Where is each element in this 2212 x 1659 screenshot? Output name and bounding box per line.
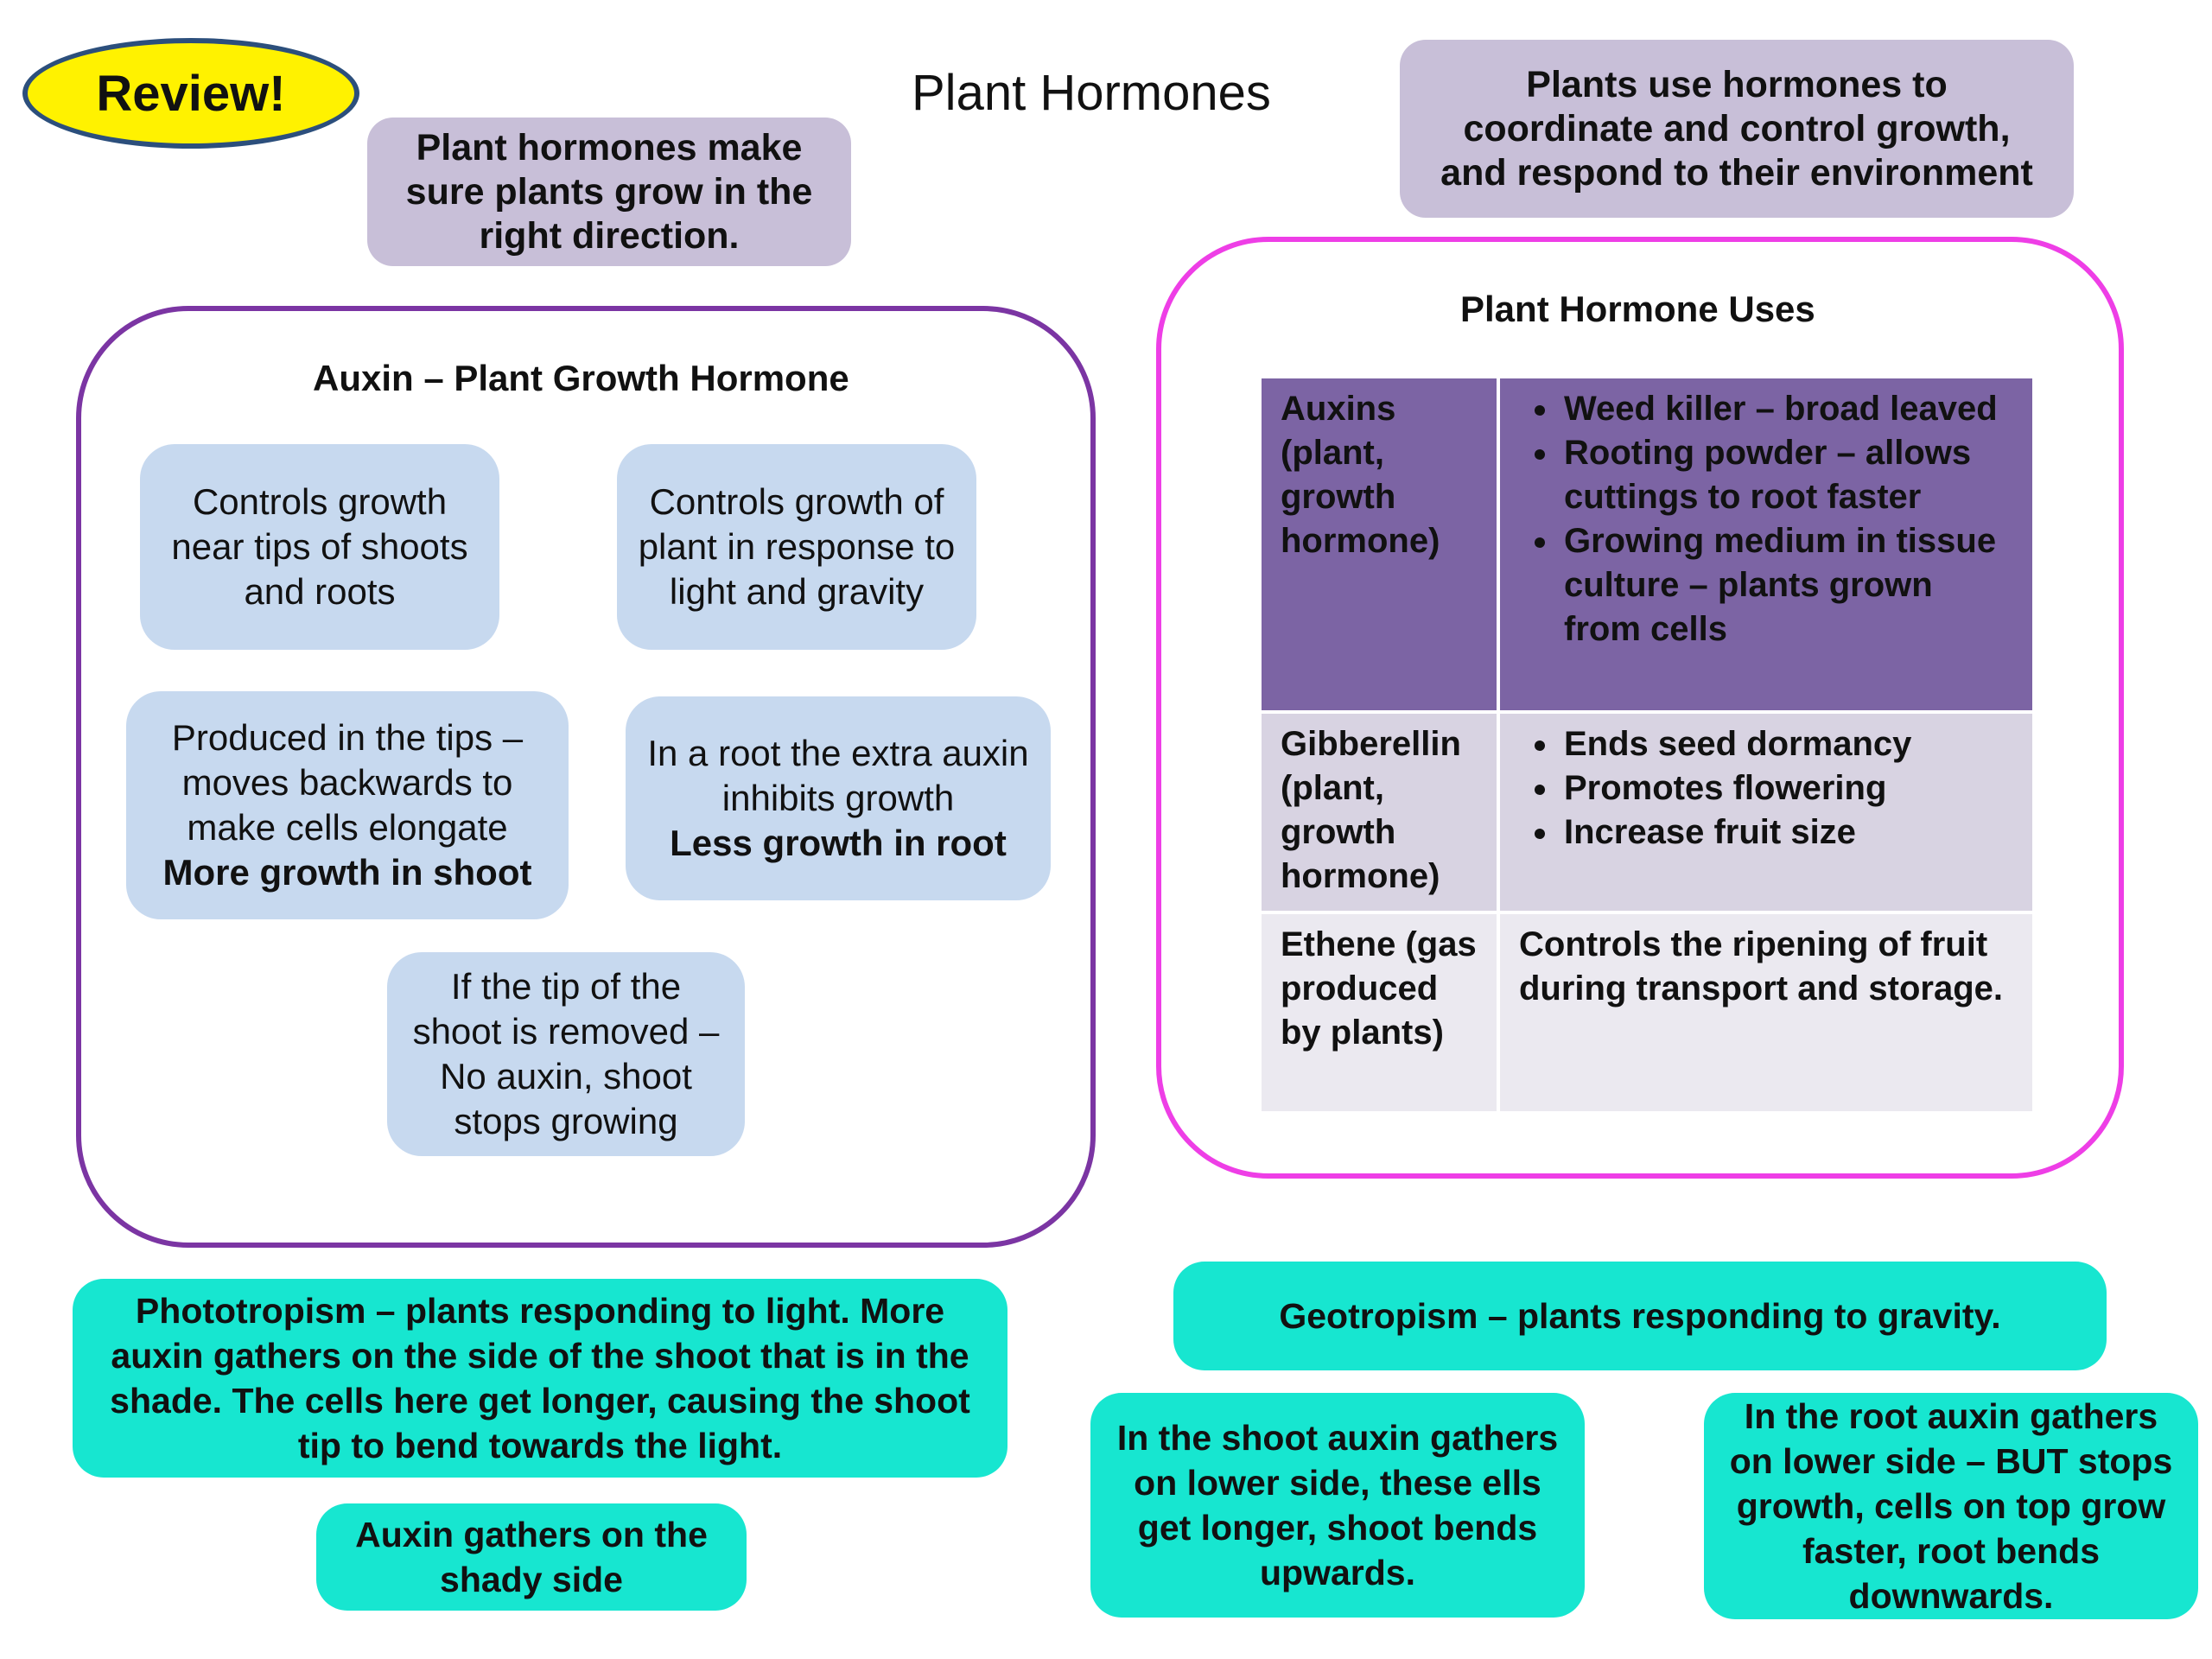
table-row: Auxins (plant, growth hormone) Weed kill…	[1262, 378, 2032, 710]
uses-table: Auxins (plant, growth hormone) Weed kill…	[1258, 375, 2036, 1115]
root-geotropism-text: In the root auxin gathers on lower side …	[1729, 1396, 2173, 1616]
intro-right-text: Plants use hormones to coordinate and co…	[1440, 63, 2033, 194]
auxin-box-produced-bold: More growth in shoot	[162, 852, 532, 893]
hormone-name-cell: Gibberellin (plant, growth hormone)	[1262, 714, 1497, 911]
intro-right-box: Plants use hormones to coordinate and co…	[1400, 40, 2074, 218]
geotropism-box: Geotropism – plants responding to gravit…	[1173, 1262, 2107, 1370]
auxin-box-tips: Controls growth near tips of shoots and …	[140, 444, 499, 650]
list-item: Growing medium in tissue culture – plant…	[1560, 519, 2017, 652]
auxin-box-produced: Produced in the tips – moves backwards t…	[126, 691, 569, 919]
phototropism-box: Phototropism – plants responding to ligh…	[73, 1279, 1007, 1478]
auxin-box-root: In a root the extra auxin inhibits growt…	[626, 696, 1051, 900]
list-item: Rooting powder – allows cuttings to root…	[1560, 431, 2017, 519]
uses-panel	[1156, 237, 2124, 1179]
list-item: Weed killer – broad leaved	[1560, 387, 2017, 431]
shoot-geotropism-box: In the shoot auxin gathers on lower side…	[1090, 1393, 1585, 1618]
list-item: Ends seed dormancy	[1560, 722, 2017, 766]
hormone-uses-cell: Controls the ripening of fruit during tr…	[1500, 914, 2032, 1111]
geotropism-text: Geotropism – plants responding to gravit…	[1279, 1296, 2001, 1336]
hormone-uses-cell: Weed killer – broad leaved Rooting powde…	[1500, 378, 2032, 710]
uses-list: Weed killer – broad leaved Rooting powde…	[1519, 387, 2017, 652]
root-geotropism-box: In the root auxin gathers on lower side …	[1704, 1393, 2198, 1619]
auxin-box-root-text: In a root the extra auxin inhibits growt…	[647, 733, 1029, 818]
uses-table-wrap: Auxins (plant, growth hormone) Weed kill…	[1258, 375, 2036, 1115]
auxin-box-response-text: Controls growth of plant in response to …	[638, 481, 956, 612]
shady-side-text: Auxin gathers on the shady side	[355, 1515, 708, 1599]
auxin-box-produced-text: Produced in the tips – moves backwards t…	[171, 717, 524, 848]
intro-left-text: Plant hormones make sure plants grow in …	[405, 126, 813, 257]
table-row: Ethene (gas produced by plants) Controls…	[1262, 914, 2032, 1111]
shoot-geotropism-text: In the shoot auxin gathers on lower side…	[1116, 1418, 1559, 1592]
review-badge: Review!	[22, 38, 359, 149]
auxin-box-tip-removed-text: If the tip of the shoot is removed – No …	[412, 966, 720, 1141]
auxin-heading: Auxin – Plant Growth Hormone	[313, 358, 849, 398]
list-item: Promotes flowering	[1560, 766, 2017, 810]
table-row: Gibberellin (plant, growth hormone) Ends…	[1262, 714, 2032, 911]
auxin-box-response: Controls growth of plant in response to …	[617, 444, 976, 650]
auxin-box-root-bold: Less growth in root	[670, 823, 1007, 863]
shady-side-box: Auxin gathers on the shady side	[316, 1503, 747, 1611]
phototropism-text: Phototropism – plants responding to ligh…	[110, 1291, 970, 1465]
list-item: Increase fruit size	[1560, 810, 2017, 855]
page-title: Plant Hormones	[912, 65, 1271, 121]
auxin-box-tips-text: Controls growth near tips of shoots and …	[171, 481, 468, 612]
review-label: Review!	[96, 65, 286, 122]
intro-left-box: Plant hormones make sure plants grow in …	[367, 118, 851, 266]
uses-heading: Plant Hormone Uses	[1460, 289, 1815, 329]
hormone-uses-cell: Ends seed dormancy Promotes flowering In…	[1500, 714, 2032, 911]
uses-list: Ends seed dormancy Promotes flowering In…	[1519, 722, 2017, 855]
hormone-name-cell: Auxins (plant, growth hormone)	[1262, 378, 1497, 710]
auxin-panel	[76, 306, 1096, 1248]
hormone-name-cell: Ethene (gas produced by plants)	[1262, 914, 1497, 1111]
auxin-box-tip-removed: If the tip of the shoot is removed – No …	[387, 952, 745, 1156]
